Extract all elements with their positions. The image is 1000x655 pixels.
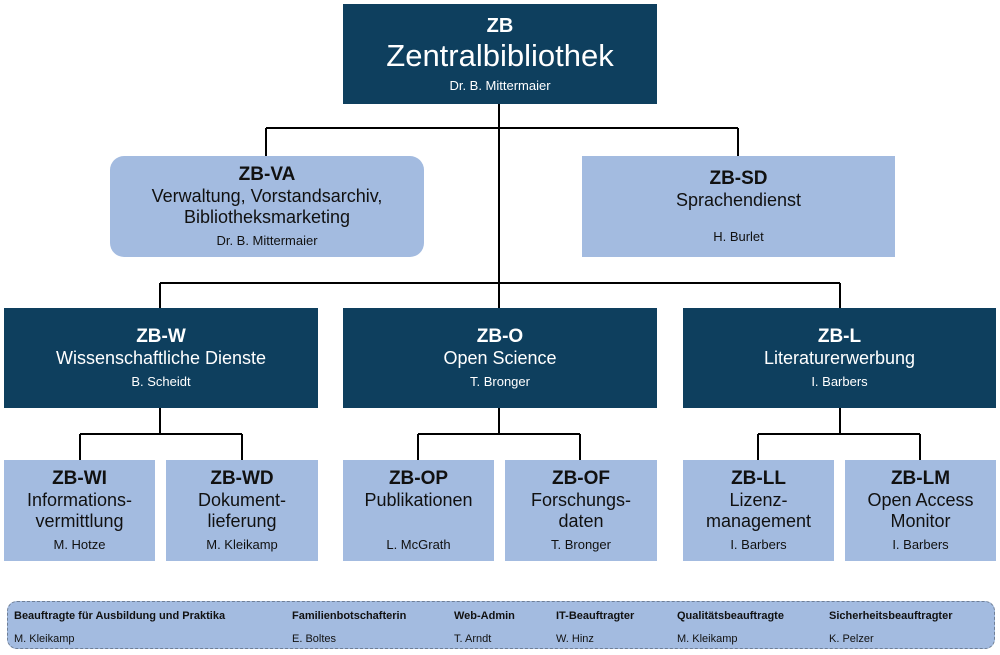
org-code: ZB-WI (52, 468, 107, 489)
org-name-line: Bibliotheksmarketing (183, 207, 351, 227)
representative-item: Qualitätsbeauftragte M. Kleikamp (677, 609, 784, 646)
org-code: ZB-OF (551, 468, 611, 489)
org-name-line: Lizenz- (729, 490, 788, 510)
org-head: I. Barbers (730, 537, 787, 552)
org-head: T. Bronger (470, 374, 530, 389)
org-box-zb-wi: ZB-WI Informations- vermittlung M. Hotze (4, 460, 155, 561)
org-code: ZB-L (817, 326, 862, 347)
org-head: Dr. B. Mittermaier (216, 233, 318, 248)
org-code: ZB-VA (238, 164, 296, 185)
representative-person: M. Kleikamp (14, 633, 75, 645)
org-name-line: Sprachendienst (675, 190, 802, 210)
org-box-zb-op: ZB-OP Publikationen L. McGrath (343, 460, 494, 561)
org-name: Literaturerwerbung (763, 348, 916, 368)
representative-person: E. Boltes (292, 633, 337, 645)
org-code: ZB-SD (709, 168, 768, 189)
org-box-zb-wd: ZB-WD Dokument- lieferung M. Kleikamp (166, 460, 318, 561)
representative-role: Sicherheitsbeauftragter (829, 610, 953, 622)
org-box-zb-o: ZB-O Open Science T. Bronger (343, 308, 657, 408)
org-box-zb-va: ZB-VA Verwaltung, Vorstandsarchiv, Bibli… (110, 156, 424, 257)
org-head: H. Burlet (713, 229, 764, 244)
representatives-bar: Beauftragte für Ausbildung und Praktika … (7, 601, 995, 649)
representative-item: Sicherheitsbeauftragter K. Pelzer (829, 609, 952, 646)
representative-role: IT-Beauftragter (556, 610, 635, 622)
representative-item: Familienbotschafterin E. Boltes (292, 609, 406, 646)
org-name-line: Forschungs- (530, 490, 632, 510)
org-name-line: Publikationen (364, 490, 473, 510)
org-code: ZB-W (136, 326, 186, 347)
org-code: ZB-WD (210, 468, 274, 489)
org-name-line: lieferung (207, 511, 277, 531)
org-code: ZB (486, 15, 514, 37)
org-name-line: Open Access (867, 490, 974, 510)
org-box-zb-w: ZB-W Wissenschaftliche Dienste B. Scheid… (4, 308, 318, 408)
org-code: ZB-LL (731, 468, 786, 489)
org-name: Wissenschaftliche Dienste (55, 348, 267, 368)
org-name: Open Science (443, 348, 557, 368)
representative-item: Web-Admin T. Arndt (454, 609, 515, 646)
org-head: Dr. B. Mittermaier (449, 78, 551, 93)
representative-role: Beauftragte für Ausbildung und Praktika (14, 610, 226, 622)
representative-role: Web-Admin (454, 610, 515, 622)
org-name-line: Monitor (890, 511, 951, 531)
org-name-line: Informations- (26, 490, 133, 510)
org-name-line: Dokument- (197, 490, 287, 510)
org-head: M. Kleikamp (206, 537, 278, 552)
org-head: L. McGrath (386, 537, 451, 552)
representative-person: W. Hinz (556, 633, 594, 645)
org-name-line: daten (558, 511, 604, 531)
org-code: ZB-O (476, 326, 524, 347)
org-code: ZB-OP (388, 468, 449, 489)
org-head: I. Barbers (811, 374, 868, 389)
org-head: B. Scheidt (131, 374, 191, 389)
representative-person: M. Kleikamp (677, 633, 738, 645)
org-head: I. Barbers (892, 537, 949, 552)
org-box-zb-sd: ZB-SD Sprachendienst H. Burlet (582, 156, 895, 257)
representative-role: Qualitätsbeauftragte (677, 610, 784, 622)
org-name: Zentralbibliothek (386, 38, 614, 73)
org-box-zb-l: ZB-L Literaturerwerbung I. Barbers (683, 308, 996, 408)
representative-person: T. Arndt (454, 633, 492, 645)
org-name-line: Verwaltung, Vorstandsarchiv, (151, 186, 383, 206)
org-box-zb: ZB Zentralbibliothek Dr. B. Mittermaier (343, 4, 657, 104)
org-code: ZB-LM (890, 468, 951, 489)
org-box-zb-of: ZB-OF Forschungs- daten T. Bronger (505, 460, 657, 561)
org-name-line: management (705, 511, 812, 531)
org-box-zb-lm: ZB-LM Open Access Monitor I. Barbers (845, 460, 996, 561)
org-box-zb-ll: ZB-LL Lizenz- management I. Barbers (683, 460, 834, 561)
representative-item: IT-Beauftragter W. Hinz (556, 609, 634, 646)
org-name-line: vermittlung (35, 511, 124, 531)
org-head: T. Bronger (551, 537, 611, 552)
representative-item: Beauftragte für Ausbildung und Praktika … (14, 609, 225, 646)
representative-person: K. Pelzer (829, 633, 874, 645)
org-head: M. Hotze (53, 537, 106, 552)
representative-role: Familienbotschafterin (292, 610, 407, 622)
